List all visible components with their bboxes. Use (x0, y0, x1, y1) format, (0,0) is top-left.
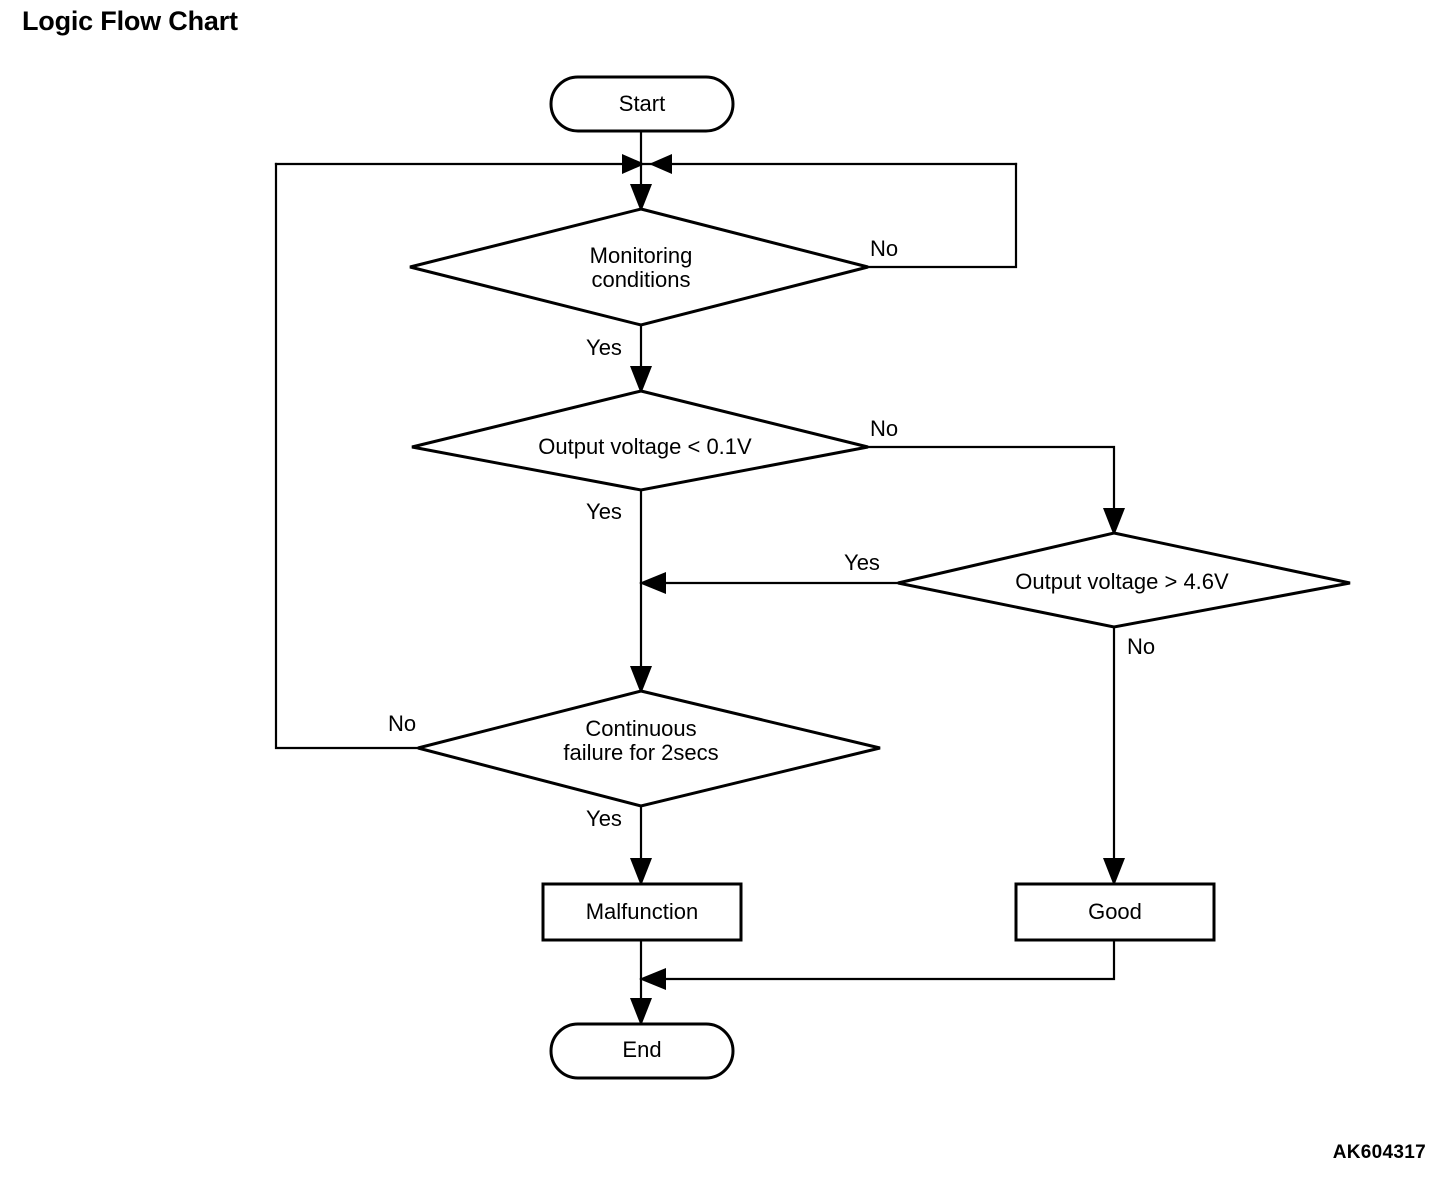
node-end[interactable] (549, 1022, 735, 1080)
node-start[interactable] (549, 75, 735, 133)
edge-label-v-low-no: No (870, 416, 898, 441)
arrowhead-into-malfunction (630, 858, 652, 886)
node-malfunction-label: Malfunction (586, 899, 699, 924)
node-start-label: Start (619, 91, 665, 116)
edge-label-monitoring-no: No (870, 236, 898, 261)
node-end-label: End (622, 1037, 661, 1062)
page-title: Logic Flow Chart (22, 6, 238, 36)
edge-label-monitoring-yes: Yes (586, 335, 622, 360)
arrowhead-v-high-yes-into-spine (639, 572, 666, 594)
edge-label-v-high-yes: Yes (844, 550, 880, 575)
arrowhead-good-into-spine (639, 968, 666, 990)
arrowhead-right-loop-into-junction (649, 154, 672, 174)
arrowhead-into-cont-fail (630, 666, 652, 694)
edge-label-v-low-yes: Yes (586, 499, 622, 524)
drawing-reference-code: AK604317 (1332, 1142, 1426, 1163)
node-monitoring-conditions[interactable] (409, 207, 869, 327)
node-continuous-failure-label-line1: Continuous (585, 716, 696, 741)
arrowhead-into-end (630, 998, 652, 1026)
node-continuous-failure[interactable] (417, 689, 881, 808)
node-malfunction[interactable] (541, 882, 743, 942)
edge-cont-fail-no-loop (274, 162, 420, 750)
edge-v-low-no (866, 445, 1116, 522)
node-output-voltage-high[interactable] (897, 531, 1351, 629)
node-output-voltage-low-label: Output voltage < 0.1V (538, 434, 752, 459)
node-good[interactable] (1014, 882, 1216, 942)
edge-label-cont-fail-yes: Yes (586, 806, 622, 831)
edge-label-v-high-no: No (1127, 634, 1155, 659)
node-good-label: Good (1088, 899, 1142, 924)
edge-good-to-end (658, 938, 1116, 981)
arrowhead-left-loop-into-junction (622, 154, 645, 174)
arrowhead-into-v-low (630, 366, 652, 394)
arrowhead-into-v-high (1103, 508, 1125, 536)
node-continuous-failure-label-line2: failure for 2secs (563, 740, 718, 765)
arrowhead-into-good (1103, 858, 1125, 886)
arrowhead-into-monitoring (630, 184, 652, 212)
edge-monitoring-no-loop (866, 162, 1018, 269)
node-monitoring-label-line1: Monitoring (590, 243, 693, 268)
node-monitoring-label-line2: conditions (591, 267, 690, 292)
node-output-voltage-low[interactable] (411, 389, 869, 492)
edge-label-cont-fail-no: No (388, 711, 416, 736)
node-output-voltage-high-label: Output voltage > 4.6V (1015, 569, 1229, 594)
